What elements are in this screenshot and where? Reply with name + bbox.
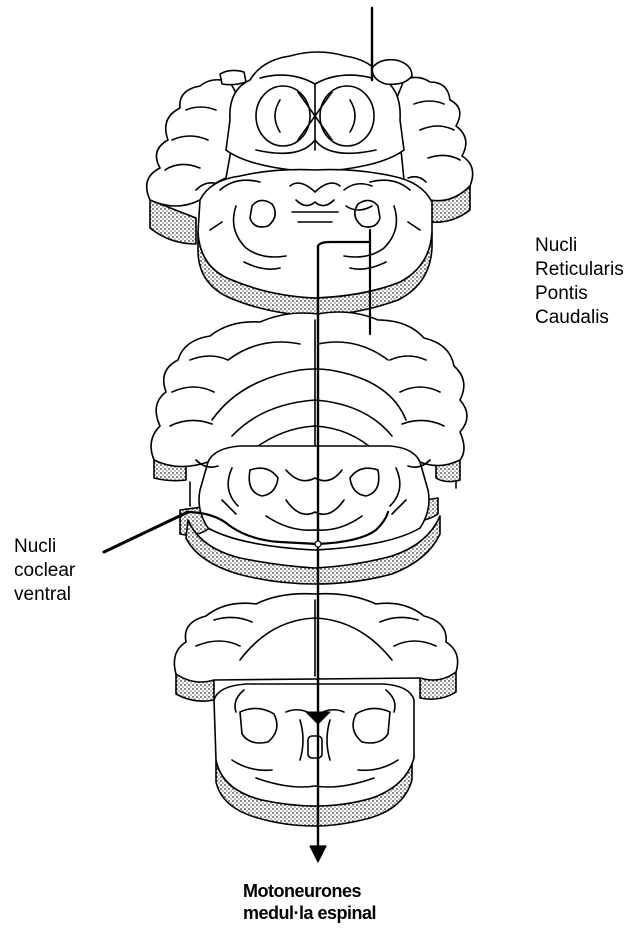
label-line: coclear <box>14 559 75 583</box>
output-arrowhead <box>310 846 326 862</box>
bottom-brain-section <box>174 594 457 826</box>
top-brain-section <box>147 52 473 316</box>
label-motoneurones: Motoneurones medul·la espinal <box>243 880 376 924</box>
label-line: ventral <box>14 583 75 607</box>
label-line: Pontis <box>535 282 624 306</box>
label-nucli-reticularis-pontis-caudalis: Nucli Reticularis Pontis Caudalis <box>535 234 624 330</box>
coclear-pointer-line <box>104 512 188 552</box>
label-line: medul·la espinal <box>243 902 376 924</box>
label-line: Motoneurones <box>243 880 376 902</box>
label-line: Nucli <box>535 234 624 258</box>
label-nucli-coclear-ventral: Nucli coclear ventral <box>14 535 75 607</box>
pathway-node <box>315 541 321 547</box>
label-line: Reticularis <box>535 258 624 282</box>
label-line: Caudalis <box>535 306 624 330</box>
label-line: Nucli <box>14 535 75 559</box>
